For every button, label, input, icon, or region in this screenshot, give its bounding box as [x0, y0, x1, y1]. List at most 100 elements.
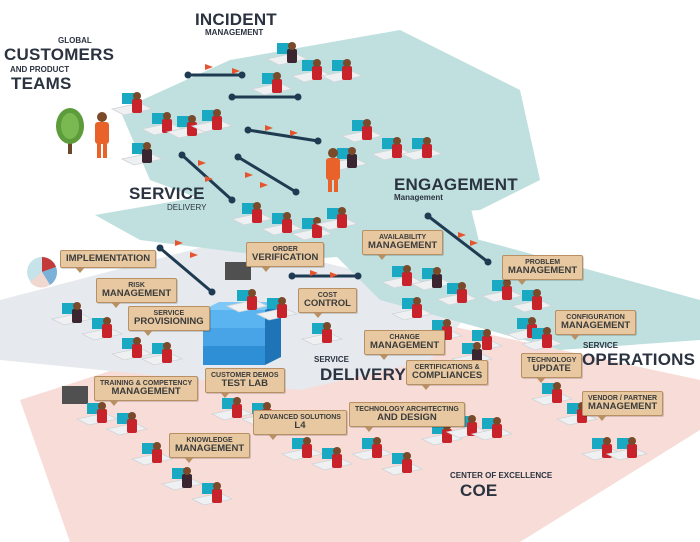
callout-training-top: TRAINING & COMPETENCY — [100, 380, 193, 387]
callout-knowledge: KNOWLEDGE MANAGEMENT — [169, 433, 251, 464]
workstation — [120, 142, 164, 166]
arrow-marker — [198, 160, 206, 166]
callout-change-main: MANAGEMENT — [370, 340, 440, 352]
callout-order-verification: ORDER VERIFICATION — [246, 242, 325, 273]
pie-widget-icon — [27, 257, 57, 288]
connector-node — [156, 244, 164, 252]
callout-knowledge-top: KNOWLEDGE — [186, 437, 233, 444]
workstation — [225, 289, 269, 313]
service-sub-label: DELIVERY — [167, 203, 207, 212]
callout-availability-top: AVAILABILITY — [378, 234, 427, 241]
callout-certifications: CERTIFICATIONS & COMPLIANCES — [406, 360, 489, 391]
workstation — [265, 42, 309, 66]
callout-implementation-main: IMPLEMENTATION — [66, 253, 151, 264]
connector-line — [159, 246, 213, 294]
connector-line — [247, 128, 319, 143]
callout-implementation: IMPLEMENTATION — [60, 250, 157, 273]
connector-node — [424, 212, 432, 220]
callout-tech-arch: TECHNOLOGY ARCHITECTING AND DESIGN — [349, 402, 465, 433]
workstation — [140, 342, 184, 366]
customer-figure — [95, 112, 109, 158]
workstation — [350, 437, 394, 461]
workstation — [390, 297, 434, 321]
callout-advanced-main: L4 — [294, 420, 306, 432]
arrow-marker — [330, 272, 338, 278]
customers-label: CUSTOMERS — [4, 45, 115, 64]
tree-icon — [56, 108, 84, 154]
workstation — [315, 207, 359, 231]
connector-node — [238, 71, 246, 79]
wall-screen-center — [225, 262, 251, 280]
workstation — [325, 147, 369, 171]
workstation — [105, 412, 149, 436]
callout-technology-update-main: UPDATE — [532, 363, 571, 375]
arrow-marker — [232, 68, 240, 74]
workstation — [380, 265, 424, 289]
workstation — [190, 109, 234, 133]
delivery-label: DELIVERY — [320, 365, 406, 384]
arrow-group — [175, 64, 478, 278]
service-delivery-small-label: SERVICE — [314, 355, 349, 364]
incident-sub-label: MANAGEMENT — [205, 28, 264, 37]
workstation — [605, 437, 649, 461]
connector-node — [228, 93, 236, 101]
callout-risk: RISK MANAGEMENT — [96, 278, 178, 309]
connector-group — [156, 71, 492, 296]
callout-tech-arch-top: TECHNOLOGY ARCHITECTING — [355, 406, 459, 413]
engagement-label: ENGAGEMENT — [394, 175, 518, 194]
incident-label: INCIDENT — [195, 10, 277, 29]
workstation — [110, 337, 154, 361]
callout-change: CHANGE MANAGEMENT — [364, 330, 446, 361]
arrow-marker — [260, 182, 268, 188]
connector-line — [427, 214, 489, 264]
callout-cost: COST CONTROL — [298, 288, 357, 319]
callout-training-main: MANAGEMENT — [111, 386, 181, 398]
workstation — [130, 442, 174, 466]
wall-screen-left — [62, 386, 88, 404]
arrow-marker — [205, 176, 213, 182]
workstation — [110, 92, 154, 116]
callout-technology-update-top: TECHNOLOGY — [527, 357, 577, 364]
callout-training: TRAINING & COMPETENCY MANAGEMENT — [94, 376, 199, 407]
service-operations-small-label: SERVICE — [583, 341, 618, 350]
arrow-marker — [205, 64, 213, 70]
workstation — [320, 59, 364, 83]
workstation — [250, 72, 294, 96]
callout-provisioning-top: SERVICE — [153, 310, 185, 317]
callout-problem-main: MANAGEMENT — [508, 265, 578, 277]
connector-node — [288, 272, 296, 280]
callout-test-lab-top: CUSTOMER DEMOS — [211, 372, 279, 379]
global-label: GLOBAL — [58, 36, 92, 45]
arrow-marker — [310, 270, 318, 276]
connector-node — [354, 272, 362, 280]
workstation — [300, 322, 344, 346]
teal-zone-top — [120, 30, 540, 220]
callout-technology-update: TECHNOLOGY UPDATE — [521, 353, 583, 384]
workstation — [260, 212, 304, 236]
callout-problem: PROBLEM MANAGEMENT — [502, 255, 584, 286]
callout-provisioning: SERVICE PROVISIONING — [128, 306, 210, 337]
callout-test-lab: CUSTOMER DEMOS TEST LAB — [205, 368, 285, 399]
callout-knowledge-main: MANAGEMENT — [175, 443, 245, 455]
workstation — [310, 447, 354, 471]
workstation — [255, 297, 299, 321]
callout-risk-main: MANAGEMENT — [102, 288, 172, 300]
callout-provisioning-main: PROVISIONING — [134, 316, 204, 328]
callout-cost-main: CONTROL — [304, 298, 351, 310]
arrow-marker — [458, 232, 466, 238]
callout-order-verification-main: VERIFICATION — [252, 252, 319, 264]
and-product-label: AND PRODUCT — [10, 65, 70, 74]
callout-configuration: CONFIGURATION MANAGEMENT — [555, 310, 637, 341]
workstation — [530, 382, 574, 406]
callout-certifications-top: CERTIFICATIONS & — [414, 364, 480, 371]
callout-change-top: CHANGE — [389, 334, 420, 341]
callout-vendor-main: MANAGEMENT — [588, 401, 658, 413]
callout-tech-arch-main: AND DESIGN — [377, 412, 437, 424]
connector-node — [244, 126, 252, 134]
workstation — [165, 115, 209, 139]
connector-node — [208, 288, 216, 296]
workstation — [510, 289, 554, 313]
callout-configuration-main: MANAGEMENT — [561, 320, 631, 332]
workstation — [280, 437, 324, 461]
